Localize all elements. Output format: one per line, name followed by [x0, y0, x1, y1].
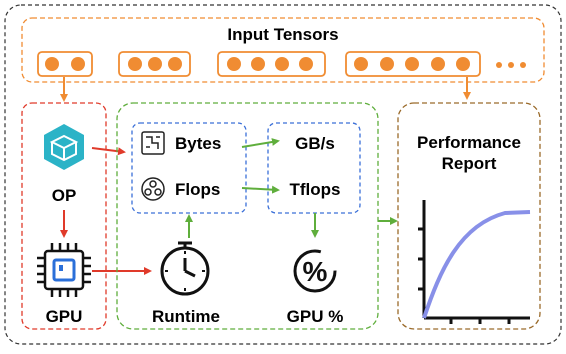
report-title-line1: Performance: [417, 133, 521, 152]
flops-label: Flops: [175, 180, 221, 199]
performance-curve: [422, 210, 531, 319]
arrow-flops-to-tflops: [241, 185, 280, 194]
inputs-metrics-box: [131, 122, 247, 214]
tensor-group-3: [118, 51, 191, 77]
gbs-label: GB/s: [295, 134, 335, 153]
bytes-label: Bytes: [175, 134, 222, 153]
tensor-dots: [45, 57, 470, 71]
tensor-group-5: [345, 51, 481, 77]
chip-icon: [37, 243, 91, 297]
input-tensors-box: [21, 17, 545, 83]
report-title-line2: Report: [441, 154, 497, 173]
tensor-group-4: [217, 51, 326, 77]
input-tensors-title: Input Tensors: [227, 25, 339, 44]
cube-network-icon: [44, 124, 84, 170]
stopwatch-ticks: [165, 251, 205, 291]
flops-icon: [141, 177, 165, 201]
gpu-percent-label: GPU %: [286, 307, 344, 326]
percent-icon: %: [293, 249, 337, 293]
svg-text:%: %: [303, 256, 328, 287]
runtime-label: Runtime: [152, 307, 220, 326]
arrow-bytes-to-gbs: [241, 138, 280, 148]
tflops-label: Tflops: [289, 180, 341, 199]
op-label: OP: [51, 186, 77, 205]
report-box: [397, 102, 541, 330]
report-chart-icon: [418, 200, 531, 324]
tensor-group-2: [37, 51, 93, 77]
bytes-icon: [141, 131, 165, 155]
outer-frame: [4, 4, 562, 345]
op-gpu-box: [21, 102, 107, 330]
chip-core: [52, 258, 76, 282]
metrics-box: [116, 102, 379, 330]
arrow-op-to-bytes: [91, 147, 126, 156]
stopwatch-icon: [160, 241, 210, 296]
more-ellipsis: [496, 62, 526, 68]
gpu-label: GPU: [45, 307, 83, 326]
